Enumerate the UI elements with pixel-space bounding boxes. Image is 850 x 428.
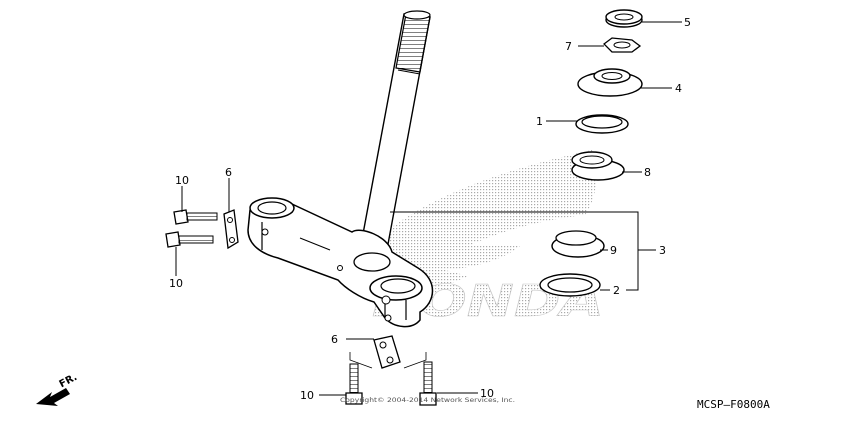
- lower-bearing-seal: [539, 273, 601, 297]
- callout-6-bottom: 6: [331, 333, 338, 346]
- callout-2: 2: [613, 284, 620, 297]
- callout-10-upper: 10: [175, 174, 189, 187]
- callout-3: 3: [659, 244, 666, 257]
- adjusting-nut: [577, 68, 643, 97]
- upper-bearing: [571, 151, 625, 181]
- diagram-code: MCSP–F0800A: [697, 398, 770, 411]
- front-direction-arrow: FR.: [36, 372, 79, 406]
- callout-4: 4: [675, 82, 682, 95]
- front-direction-label: FR.: [58, 372, 80, 390]
- callout-10-bottom-left: 10: [300, 389, 314, 402]
- callout-7: 7: [565, 40, 572, 53]
- washer-plate-bottom: [373, 335, 401, 369]
- bolt-bottom-left: [345, 363, 363, 405]
- lower-race: [551, 230, 605, 258]
- callout-6-left: 6: [225, 166, 232, 179]
- callout-1: 1: [536, 115, 543, 128]
- leader-lines: [175, 21, 682, 396]
- bolt-upper-left: [173, 209, 218, 225]
- callout-8: 8: [644, 166, 651, 179]
- bolt-lower-left: [165, 231, 214, 248]
- lock-nut: [605, 9, 643, 28]
- dust-seal: [575, 114, 629, 134]
- copyright-text: Copyright© 2004-2014 Network Services, I…: [340, 397, 515, 404]
- callout-10-lower: 10: [169, 277, 183, 290]
- callouts: 5 7 4 1 8 9 3 2 10 6 10 6 10 10: [169, 16, 691, 402]
- lock-washer: [603, 37, 642, 53]
- callout-5: 5: [684, 16, 691, 29]
- bolt-bottom-right: [419, 361, 437, 406]
- lower-triple-clamp: [247, 197, 434, 328]
- callout-9: 9: [610, 244, 617, 257]
- callout-10-bottom-right: 10: [480, 387, 494, 400]
- honda-wing-logo: [380, 150, 597, 290]
- washer-plate-left: [223, 209, 239, 250]
